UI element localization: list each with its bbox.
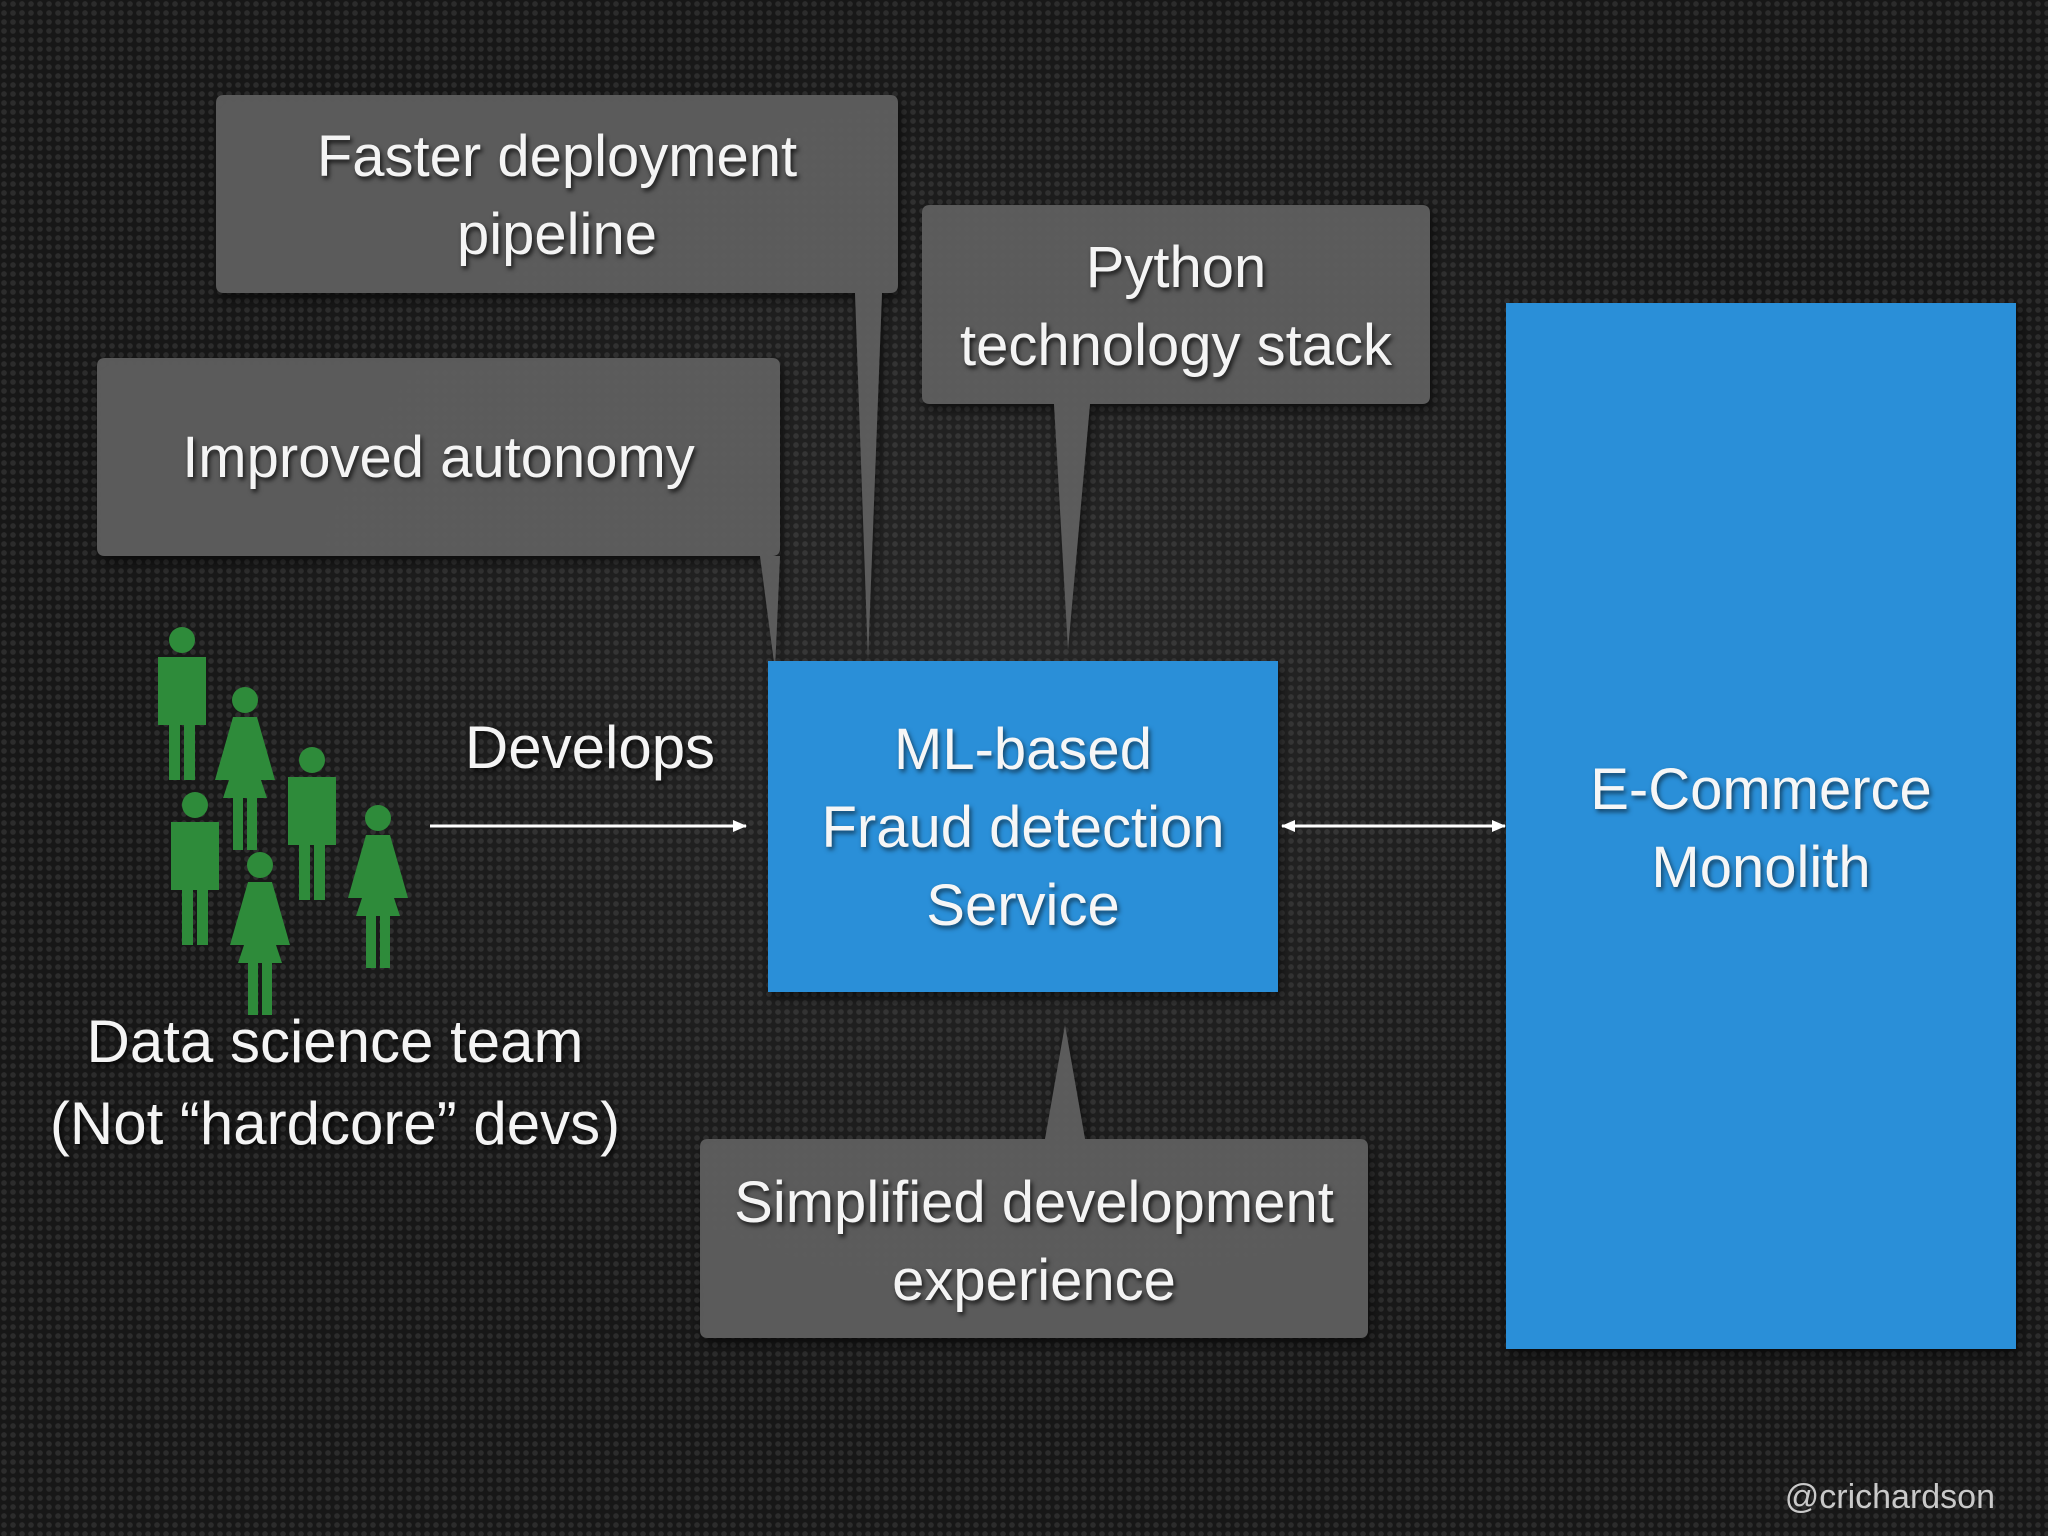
monolith-line: E-Commerce xyxy=(1590,757,1932,822)
person-man-icon xyxy=(288,747,336,900)
fraud-detection-service-box xyxy=(768,661,1278,992)
callout-improved-autonomy xyxy=(97,358,780,670)
callout-line: Simplified development xyxy=(734,1170,1334,1235)
callout-python-stack-text: Python technology stack xyxy=(922,229,1430,385)
callout-python-stack xyxy=(922,205,1430,650)
service-line: ML-based xyxy=(894,717,1152,782)
callout-line: experience xyxy=(892,1248,1176,1313)
callout-simplified-dev xyxy=(700,1025,1368,1338)
callout-line: Faster deployment xyxy=(316,124,798,189)
callout-line: Python xyxy=(1085,235,1267,300)
develops-label: Develops xyxy=(464,714,716,781)
callout-line: technology stack xyxy=(959,313,1393,378)
callout-line: pipeline xyxy=(457,202,657,267)
person-man-icon xyxy=(158,627,206,780)
callout-improved-autonomy-text: Improved autonomy xyxy=(97,419,780,497)
callout-line: Improved autonomy xyxy=(182,425,695,490)
data-science-team-label: Data science team (Not “hardcore” devs) xyxy=(10,1001,660,1165)
fraud-detection-service-label: ML-based Fraud detection Service xyxy=(768,711,1278,945)
person-woman-icon xyxy=(348,805,408,968)
data-science-team-icon xyxy=(158,627,408,1015)
team-line: (Not “hardcore” devs) xyxy=(49,1090,621,1157)
service-line: Fraud detection xyxy=(821,795,1225,860)
callout-faster-deployment xyxy=(216,95,898,660)
person-woman-icon xyxy=(230,852,290,1015)
callout-simplified-dev-text: Simplified development experience xyxy=(700,1164,1368,1320)
monolith-line: Monolith xyxy=(1651,835,1871,900)
team-line: Data science team xyxy=(86,1008,584,1075)
ecommerce-monolith-label: E-Commerce Monolith xyxy=(1506,751,2016,907)
person-woman-icon xyxy=(215,687,275,850)
callout-faster-deployment-text: Faster deployment pipeline xyxy=(216,118,898,274)
ecommerce-monolith-box xyxy=(1506,303,2016,1349)
service-line: Service xyxy=(926,873,1120,938)
author-credit: @crichardson xyxy=(1784,1478,1995,1516)
person-man-icon xyxy=(171,792,219,945)
